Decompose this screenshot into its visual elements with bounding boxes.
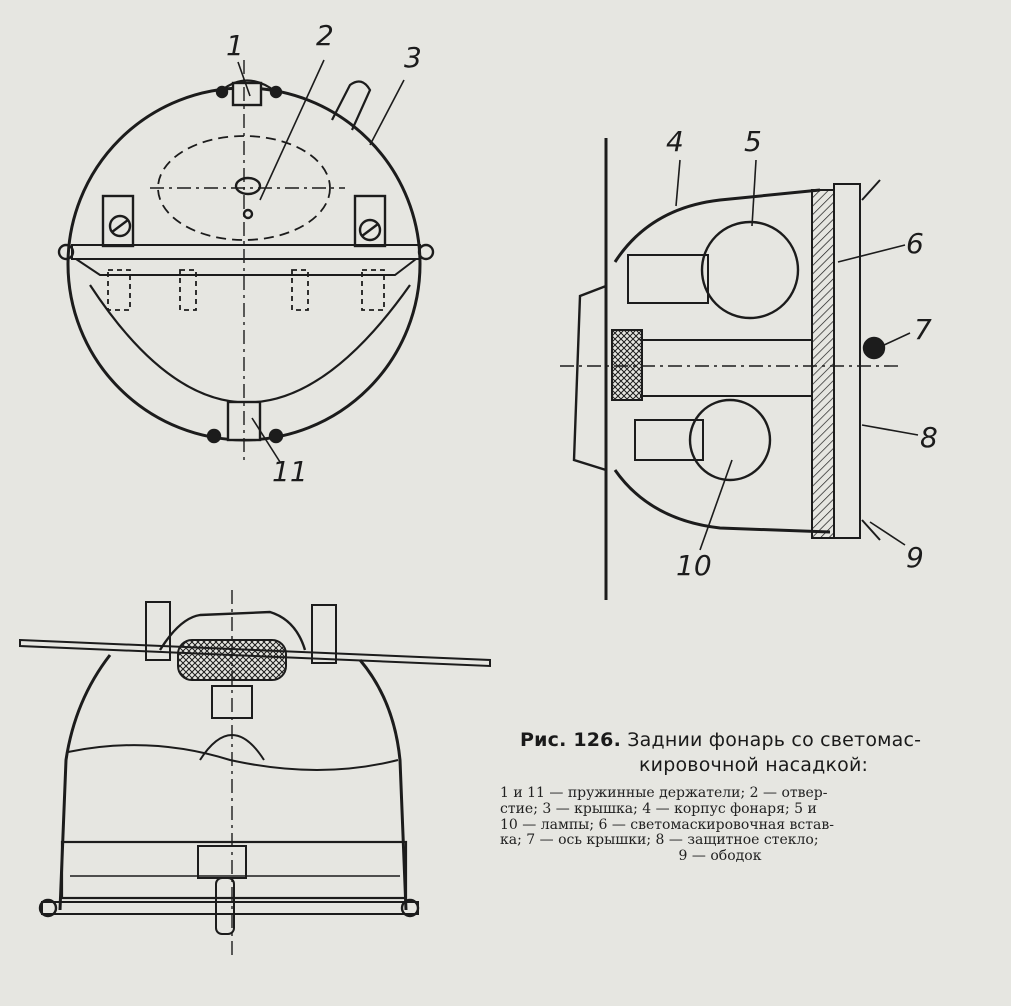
callout-3: 3 xyxy=(404,41,422,74)
callout-9: 9 xyxy=(906,541,924,574)
caption-title-line-1: Заднии фонарь со светомас- xyxy=(627,729,922,751)
legend-line: 10 — лампы; 6 — светомаскировочная встав… xyxy=(500,816,834,833)
callout-5: 5 xyxy=(744,125,762,158)
caption-title: Рис. 126. Заднии фонарь со светомас- кир… xyxy=(520,728,960,777)
top-section-view xyxy=(19,590,491,960)
callout-11: 11 xyxy=(272,455,308,488)
callout-7: 7 xyxy=(914,313,932,346)
front-view xyxy=(57,59,435,463)
callout-2: 2 xyxy=(316,19,334,52)
legend: 1 и 11 — пружинные держатели; 2 — отвер-… xyxy=(500,786,940,864)
caption-title-line-2: кировочной насадкой: xyxy=(639,753,869,776)
callout-1: 1 xyxy=(226,29,244,62)
legend-line: 1 и 11 — пружинные держатели; 2 — отвер- xyxy=(500,785,828,802)
callout-4: 4 xyxy=(666,125,684,158)
figure-number: Рис. 126. xyxy=(520,729,622,751)
callout-10: 10 xyxy=(676,549,712,582)
legend-line: ка; 7 — ось крышки; 8 — защитное стекло; xyxy=(500,832,819,849)
figure-caption: Рис. 126. Заднии фонарь со светомас- кир… xyxy=(500,728,960,865)
callout-6: 6 xyxy=(906,227,924,260)
side-section-view xyxy=(560,138,919,600)
callout-8: 8 xyxy=(920,421,938,454)
legend-line: 9 — ободок xyxy=(678,848,762,865)
legend-line: стие; 3 — крышка; 4 — корпус фонаря; 5 и xyxy=(500,801,817,818)
